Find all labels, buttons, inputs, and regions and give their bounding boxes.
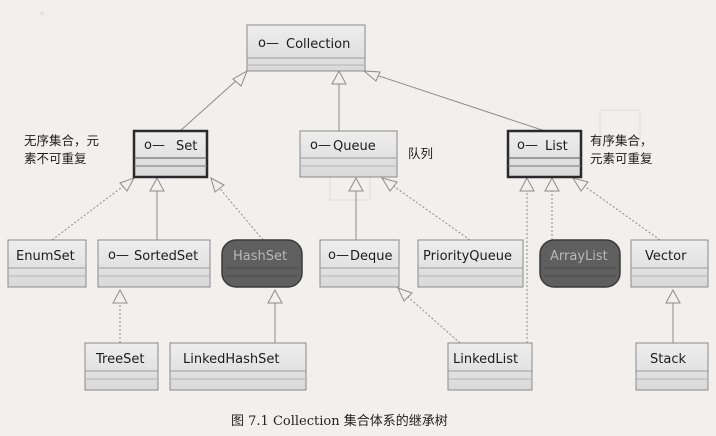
node-label: LinkedHashSet bbox=[183, 352, 280, 367]
interface-marker: o— bbox=[517, 138, 538, 153]
arrowhead-collection-from-queue bbox=[331, 69, 347, 85]
node-label: Vector bbox=[645, 249, 687, 264]
node-treeset: TreeSet bbox=[84, 342, 159, 391]
node-collection: o— Collection bbox=[246, 24, 366, 72]
list-note-line2: 元素可重复 bbox=[590, 151, 653, 166]
node-deque: o— Deque bbox=[319, 239, 400, 288]
edge-hashset-set bbox=[210, 177, 264, 241]
figure-caption: 图 7.1 Collection 集合体系的继承树 bbox=[231, 413, 448, 429]
arrowhead-queue-from-priorityqueue bbox=[380, 177, 398, 192]
arrowhead-hashset-from-linkedhashset bbox=[267, 288, 283, 304]
node-label: Stack bbox=[650, 352, 686, 367]
edge-enumset-set bbox=[51, 177, 135, 241]
node-label: Collection bbox=[286, 37, 350, 52]
node-stack: Stack bbox=[635, 342, 709, 391]
node-label: SortedSet bbox=[134, 249, 198, 264]
node-sortedset: o— SortedSet bbox=[97, 239, 211, 288]
node-linkedhashset: LinkedHashSet bbox=[169, 342, 307, 391]
arrowhead-collection-from-list bbox=[362, 70, 381, 82]
arrowhead-sortedset-from-treeset bbox=[112, 288, 128, 304]
node-priorityqueue: PriorityQueue bbox=[417, 239, 524, 288]
arrowhead-list-from-arraylist bbox=[544, 176, 560, 192]
node-label: TreeSet bbox=[95, 352, 144, 367]
node-hashset: HashSet bbox=[221, 239, 303, 288]
node-label: List bbox=[545, 139, 568, 154]
set-note-line2: 素不可重复 bbox=[24, 151, 87, 166]
edge-priorityqueue-queue bbox=[381, 177, 471, 241]
node-label: Queue bbox=[333, 139, 376, 154]
node-linkedlist: LinkedList bbox=[447, 342, 533, 391]
arrowhead-deque-from-linkedlist bbox=[397, 287, 413, 302]
node-arraylist: ArrayList bbox=[539, 239, 621, 288]
interface-marker: o— bbox=[328, 248, 349, 263]
node-vector: Vector bbox=[630, 239, 709, 288]
interface-marker: o— bbox=[108, 248, 129, 263]
svg-text:。: 。 bbox=[40, 4, 51, 17]
node-set: o— Set bbox=[132, 129, 209, 179]
arrowhead-list-from-linkedlist bbox=[519, 176, 535, 192]
interface-marker: o— bbox=[144, 138, 165, 153]
node-label: ArrayList bbox=[550, 249, 608, 264]
interface-marker: o— bbox=[310, 138, 331, 153]
arrowhead-set-from-hashset bbox=[210, 176, 225, 193]
node-label: Set bbox=[176, 139, 197, 154]
arrowhead-set-from-enumset bbox=[119, 177, 136, 192]
arrowhead-set-from-sortedset bbox=[149, 176, 165, 192]
queue-note: 队列 bbox=[408, 146, 433, 161]
connectors bbox=[51, 69, 681, 344]
list-note-line1: 有序集合， bbox=[590, 133, 653, 148]
arrowhead-list-from-vector bbox=[571, 177, 589, 192]
node-label: LinkedList bbox=[453, 352, 518, 367]
set-note-line1: 无序集合，元 bbox=[24, 133, 99, 148]
node-label: PriorityQueue bbox=[423, 249, 512, 264]
node-list: o— List bbox=[506, 129, 583, 179]
node-queue: o— Queue bbox=[299, 130, 398, 178]
interface-marker: o— bbox=[258, 36, 279, 51]
arrowhead-vector-from-stack bbox=[665, 288, 681, 304]
node-enumset: EnumSet bbox=[7, 239, 87, 288]
arrowhead-collection-from-set bbox=[232, 69, 248, 87]
edge-list-collection bbox=[363, 70, 546, 132]
edge-vector-list bbox=[572, 177, 661, 241]
node-label: EnumSet bbox=[16, 249, 75, 264]
arrowhead-queue-from-deque bbox=[348, 176, 364, 192]
node-label: Deque bbox=[350, 249, 393, 264]
node-label: HashSet bbox=[233, 249, 287, 264]
